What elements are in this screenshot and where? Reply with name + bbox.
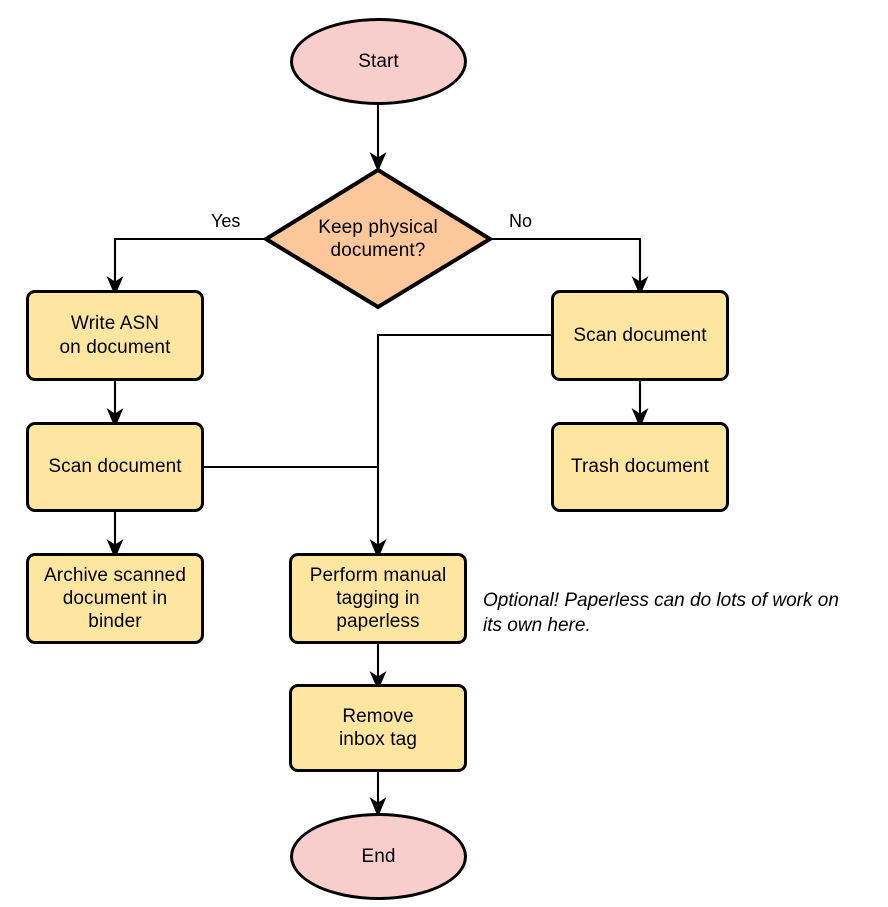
node-end[interactable]: End <box>290 813 467 900</box>
node-write-asn-label-line1: Write ASN <box>70 313 160 335</box>
node-write-asn-label-line2: on document <box>59 336 171 358</box>
node-trash-document-label: Trash document <box>571 456 709 478</box>
node-remove-inbox-tag-label-line1: Remove <box>342 705 414 727</box>
node-archive-label-line1: Archive scanned <box>44 564 186 586</box>
node-scan-document-left[interactable]: Scan document <box>26 422 204 512</box>
node-start[interactable]: Start <box>290 18 467 105</box>
node-scan-document-right[interactable]: Scan document <box>551 290 729 381</box>
node-tagging-label: Perform manual tagging in paperless <box>310 564 447 634</box>
node-archive-scanned-document[interactable]: Archive scanned document in binder <box>26 553 204 644</box>
note-optional-line2: its own here. <box>483 615 591 637</box>
node-tagging-label-line1: Perform manual <box>309 564 447 586</box>
node-decision-label-line2: document? <box>330 240 426 261</box>
node-write-asn-label: Write ASN on document <box>60 312 171 358</box>
node-archive-label-line3: binder <box>88 611 142 633</box>
node-end-label: End <box>361 845 396 867</box>
node-scan-document-left-label: Scan document <box>48 456 182 478</box>
node-tagging-label-line2: tagging in <box>336 587 420 609</box>
node-archive-label: Archive scanned document in binder <box>44 564 186 634</box>
node-remove-inbox-tag-label-line2: inbox tag <box>338 729 417 750</box>
node-start-label: Start <box>358 50 399 72</box>
node-decision-label-line1: Keep physical <box>318 216 438 238</box>
edge-scan-right-to-tagging <box>369 333 551 560</box>
node-trash-document[interactable]: Trash document <box>551 422 729 512</box>
node-remove-inbox-tag-label: Remove inbox tag <box>339 705 417 751</box>
edge-decision-yes-to-write-asn <box>106 237 266 297</box>
edge-decision-no-to-scan-right <box>490 237 649 297</box>
edge-label-yes: Yes <box>211 211 241 231</box>
node-scan-document-right-label: Scan document <box>573 324 707 346</box>
note-optional-paperless: Optional! Paperless can do lots of work … <box>483 588 883 639</box>
node-write-asn[interactable]: Write ASN on document <box>26 290 204 381</box>
node-perform-manual-tagging[interactable]: Perform manual tagging in paperless <box>289 553 467 644</box>
edge-label-no: No <box>509 211 533 231</box>
node-remove-inbox-tag[interactable]: Remove inbox tag <box>289 684 467 772</box>
node-tagging-label-line3: paperless <box>336 611 420 633</box>
node-decision-label: Keep physical document? <box>266 216 490 262</box>
node-decision-keep-physical-document[interactable]: Keep physical document? <box>266 170 490 308</box>
node-archive-label-line2: document in <box>62 587 168 609</box>
note-optional-line1: Optional! Paperless can do lots of work … <box>483 590 839 611</box>
